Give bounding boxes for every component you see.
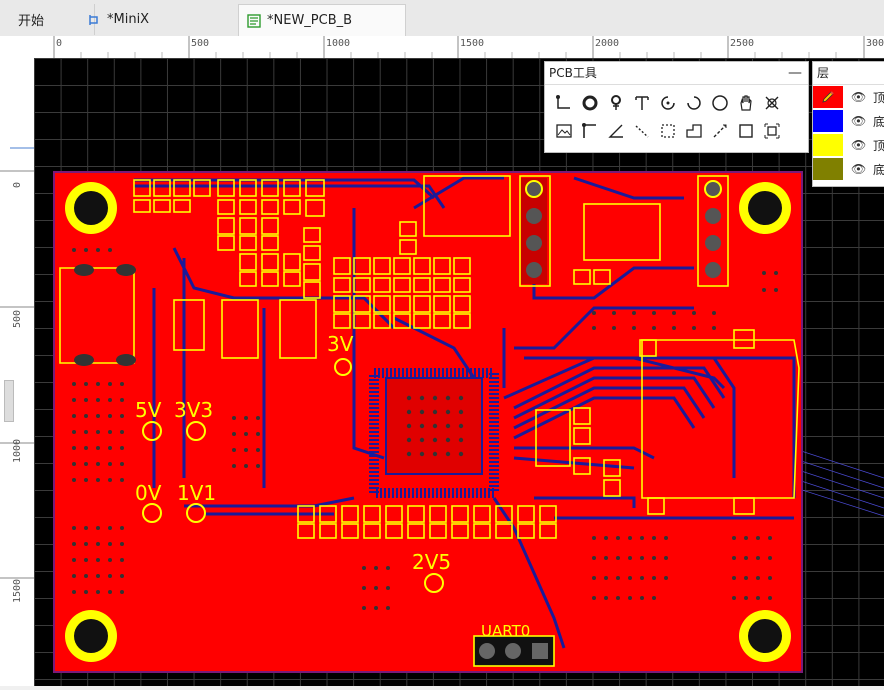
dotted-line-tool-icon[interactable] bbox=[629, 117, 655, 145]
mounting-holes bbox=[65, 182, 791, 662]
tab-bar: 开始 *MiniX *NEW_PCB_B bbox=[0, 0, 884, 37]
ruler-left: 0 500 1000 1500 bbox=[0, 58, 35, 686]
schematic-icon bbox=[89, 14, 98, 25]
pencil-icon bbox=[813, 86, 843, 108]
eye-icon[interactable]: 👁 bbox=[850, 90, 867, 104]
layer-row-bottom-silk[interactable]: 👁 底 bbox=[813, 157, 884, 181]
pcb-canvas[interactable]: 5V 3V3 3V 0V 1V1 2V5 UART0 bbox=[34, 58, 884, 686]
cross-tool-icon[interactable] bbox=[759, 89, 785, 117]
tab-start[interactable]: 开始 bbox=[0, 4, 95, 35]
tab-new-pcb-b[interactable]: *NEW_PCB_B bbox=[238, 4, 406, 36]
pcb-tools-grid bbox=[545, 85, 808, 149]
key-tool-icon[interactable] bbox=[603, 89, 629, 117]
label-2v5: 2V5 bbox=[412, 550, 452, 574]
layer-label: 底 bbox=[872, 162, 884, 177]
label-uart0: UART0 bbox=[481, 622, 531, 640]
ruler-corner bbox=[0, 36, 35, 59]
layer-label: 顶 bbox=[872, 138, 884, 153]
ruler-left-label: 1500 bbox=[12, 578, 23, 603]
tab-minix-label: *MiniX bbox=[107, 12, 150, 27]
layer-color-swatch[interactable] bbox=[813, 134, 843, 156]
dashed-rect-tool-icon[interactable] bbox=[655, 117, 681, 145]
layers-title-bar[interactable]: 层 bbox=[813, 62, 884, 85]
measure-tool-icon[interactable] bbox=[707, 117, 733, 145]
image-tool-icon[interactable] bbox=[551, 117, 577, 145]
layers-panel: 层 👁 顶 👁 底 👁 顶 👁 底 bbox=[812, 61, 884, 187]
arc2-tool-icon[interactable] bbox=[681, 89, 707, 117]
layer-row-top[interactable]: 👁 顶 bbox=[813, 85, 884, 109]
corner-tool-icon[interactable] bbox=[577, 117, 603, 145]
text-tool-icon[interactable] bbox=[629, 89, 655, 117]
ruler-left-label: 0 bbox=[12, 181, 23, 188]
pcb-board-drawing bbox=[53, 171, 884, 673]
align-tool-icon[interactable] bbox=[759, 117, 785, 145]
tab-minix[interactable]: *MiniX bbox=[77, 4, 248, 35]
ruler-top-label: 1000 bbox=[326, 38, 351, 49]
label-3v: 3V bbox=[327, 332, 354, 356]
main-ic bbox=[369, 368, 499, 498]
ruler-left-label: 500 bbox=[12, 309, 23, 328]
hand-tool-icon[interactable] bbox=[733, 89, 759, 117]
pcb-icon bbox=[247, 13, 261, 28]
rect-tool-icon[interactable] bbox=[681, 117, 707, 145]
ruler-top-ticks bbox=[53, 36, 865, 58]
eye-icon[interactable]: 👁 bbox=[850, 162, 867, 176]
label-1v1: 1V1 bbox=[177, 481, 217, 505]
wire-tool-icon[interactable] bbox=[551, 89, 577, 117]
layer-color-swatch[interactable] bbox=[813, 158, 843, 180]
ruler-top-label: 500 bbox=[191, 38, 210, 49]
angle-tool-icon[interactable] bbox=[603, 117, 629, 145]
side-panel-handle[interactable] bbox=[4, 380, 14, 422]
label-3v3: 3V3 bbox=[174, 398, 214, 422]
tab-new-pcb-b-label: *NEW_PCB_B bbox=[267, 13, 353, 28]
pcb-tools-title: PCB工具 bbox=[549, 66, 597, 80]
label-0v: 0V bbox=[135, 481, 162, 505]
pcb-tools-minimize-button[interactable]: — bbox=[788, 65, 802, 81]
layer-row-bottom[interactable]: 👁 底 bbox=[813, 109, 884, 133]
layer-color-swatch[interactable] bbox=[813, 110, 843, 132]
arc-tool-icon[interactable] bbox=[655, 89, 681, 117]
pcb-tools-title-bar[interactable]: PCB工具 — bbox=[545, 62, 808, 85]
layer-label: 底 bbox=[872, 114, 884, 129]
ruler-top-label: 0 bbox=[56, 38, 63, 49]
ruler-top-label: 1500 bbox=[460, 38, 485, 49]
header-pins bbox=[473, 178, 722, 667]
circle2-tool-icon[interactable] bbox=[707, 89, 733, 117]
ruler-top-label: 2000 bbox=[595, 38, 620, 49]
layer-label: 顶 bbox=[872, 90, 884, 105]
ruler-top-label: 300 bbox=[866, 38, 884, 49]
layers-title: 层 bbox=[817, 66, 830, 80]
tab-start-label: 开始 bbox=[18, 14, 45, 29]
layer-row-top-silk[interactable]: 👁 顶 bbox=[813, 133, 884, 157]
ruler-top-label: 2500 bbox=[730, 38, 755, 49]
circle-tool-icon[interactable] bbox=[577, 89, 603, 117]
ruler-left-label: 1000 bbox=[12, 438, 23, 463]
ruler-top: 0 500 1000 1500 2000 2500 300 bbox=[34, 36, 884, 59]
label-5v: 5V bbox=[135, 398, 162, 422]
square-tool-icon[interactable] bbox=[733, 117, 759, 145]
pcb-tools-panel: PCB工具 — bbox=[544, 61, 809, 153]
eye-icon[interactable]: 👁 bbox=[850, 138, 867, 152]
eye-icon[interactable]: 👁 bbox=[850, 114, 867, 128]
ruler-left-ticks bbox=[0, 147, 34, 579]
